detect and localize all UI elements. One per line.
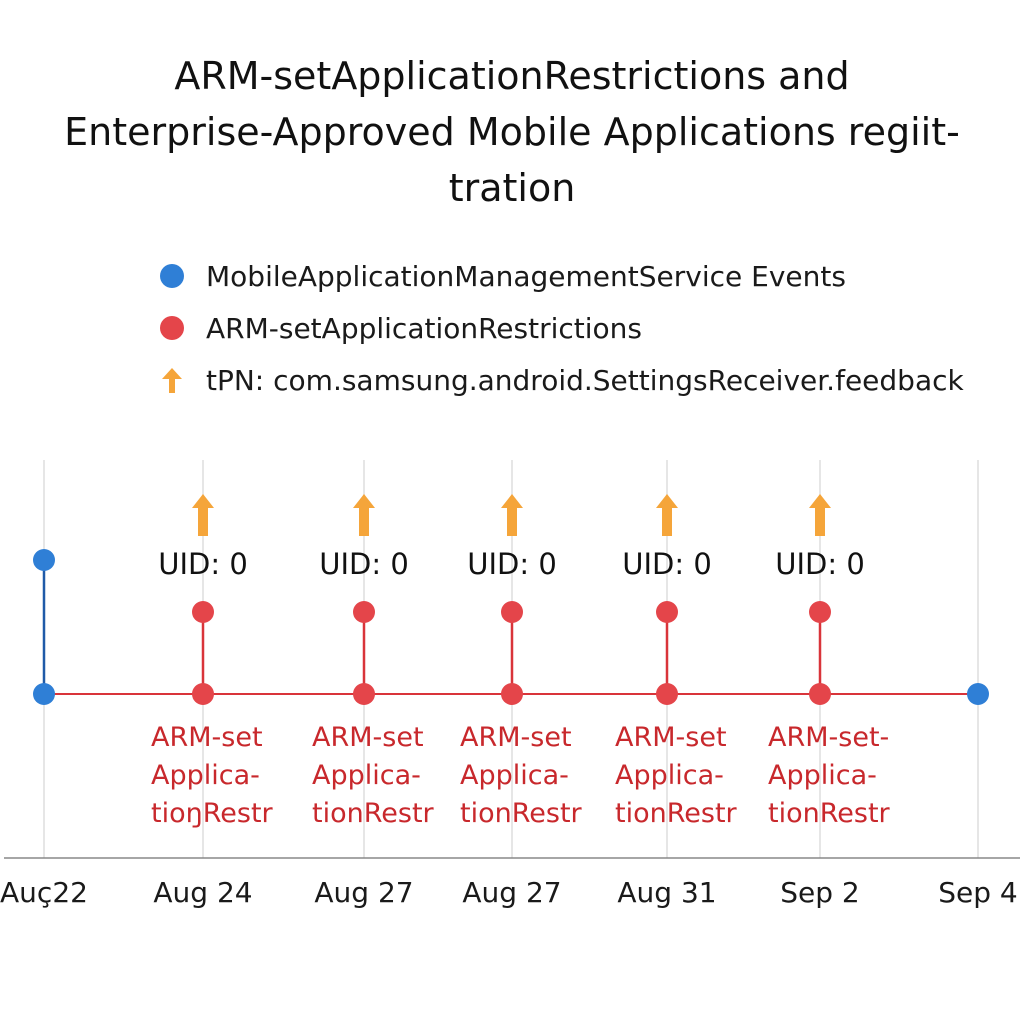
chart-title-line-2: Enterprise-Approved Mobile Applications … — [64, 110, 960, 154]
legend-label-feedback: tPN: com.samsung.android.SettingsReceive… — [206, 363, 964, 397]
arm-event-label-3-line-1: Applica- — [615, 760, 724, 791]
arm-event-label-1-line-0: ARM-set — [312, 722, 424, 753]
arm-event-point-1 — [353, 683, 375, 705]
uid-label-1: UID: 0 — [319, 547, 409, 581]
arm-event-label-1-line-2: tionRestr — [312, 798, 435, 829]
mam-event-top-point-0 — [33, 549, 55, 571]
x-tick-label-1: Aug 24 — [153, 876, 252, 909]
arm-event-label-4-line-0: ARM-set- — [768, 722, 889, 753]
arm-event-label-2-line-0: ARM-set — [460, 722, 572, 753]
feedback-up-arrow-icon-0 — [192, 494, 214, 536]
x-tick-label-4: Aug 31 — [617, 876, 716, 909]
mam-event-point-1 — [967, 683, 989, 705]
arm-event-point-2 — [501, 683, 523, 705]
arm-event-label-2-line-1: Applica- — [460, 760, 569, 791]
chart-title-line-1: ARM-setApplicationRestrictions and — [174, 54, 850, 98]
arm-event-label-3-line-2: tionRestr — [615, 798, 738, 829]
legend-up-arrow-icon — [158, 366, 186, 394]
arm-event-label-0-line-2: tioŋRestr — [151, 798, 274, 829]
legend: MobileApplicationManagementService Event… — [158, 250, 964, 406]
timeline-chart: Auç22 Aug 24 Aug 27 Aug 27 Aug 31 Sep 2 Sep 4 U… — [0, 460, 1020, 909]
x-tick-label-0: Auç22 — [0, 876, 88, 909]
legend-circle-icon-red — [158, 314, 186, 342]
legend-item-feedback: tPN: com.samsung.android.SettingsReceive… — [158, 354, 964, 406]
arm-event-top-point-2 — [501, 601, 523, 623]
x-tick-label-3: Aug 27 — [462, 876, 561, 909]
uid-label-4: UID: 0 — [775, 547, 865, 581]
legend-label-mam-events: MobileApplicationManagementService Event… — [206, 259, 846, 293]
arm-event-label-0-line-0: ARM-set — [151, 722, 263, 753]
arm-event-label-1-line-1: Applica- — [312, 760, 421, 791]
legend-label-arm-restrictions: ARM-setApplicationRestrictions — [206, 311, 643, 345]
x-tick-label-2: Aug 27 — [314, 876, 413, 909]
x-tick-label-6: Sep 4 — [938, 876, 1018, 909]
chart-title-line-3: tration — [448, 166, 576, 210]
arm-event-label-0-line-1: Applica- — [151, 760, 260, 791]
legend-item-arm-restrictions: ARM-setApplicationRestrictions — [158, 302, 964, 354]
uid-label-2: UID: 0 — [467, 547, 557, 581]
arm-event-top-point-4 — [809, 601, 831, 623]
chart-title: ARM-setApplicationRestrictions and Enter… — [0, 48, 1024, 216]
feedback-up-arrow-icon-2 — [501, 494, 523, 536]
arm-event-label-4-line-2: tionRestr — [768, 798, 891, 829]
uid-label-0: UID: 0 — [158, 547, 248, 581]
arm-event-label-2-line-2: tionRestr — [460, 798, 583, 829]
mam-event-point-0 — [33, 683, 55, 705]
legend-circle-icon-blue — [158, 262, 186, 290]
arm-event-point-3 — [656, 683, 678, 705]
uid-label-3: UID: 0 — [622, 547, 712, 581]
arm-event-top-point-3 — [656, 601, 678, 623]
arm-event-label-3-line-0: ARM-set — [615, 722, 727, 753]
arm-event-point-0 — [192, 683, 214, 705]
arm-event-point-4 — [809, 683, 831, 705]
legend-item-mam-events: MobileApplicationManagementService Event… — [158, 250, 964, 302]
arm-event-top-point-0 — [192, 601, 214, 623]
feedback-up-arrow-icon-4 — [809, 494, 831, 536]
feedback-up-arrow-icon-1 — [353, 494, 375, 536]
x-tick-label-5: Sep 2 — [780, 876, 860, 909]
feedback-up-arrow-icon-3 — [656, 494, 678, 536]
arm-event-label-4-line-1: Applica- — [768, 760, 877, 791]
arm-event-top-point-1 — [353, 601, 375, 623]
